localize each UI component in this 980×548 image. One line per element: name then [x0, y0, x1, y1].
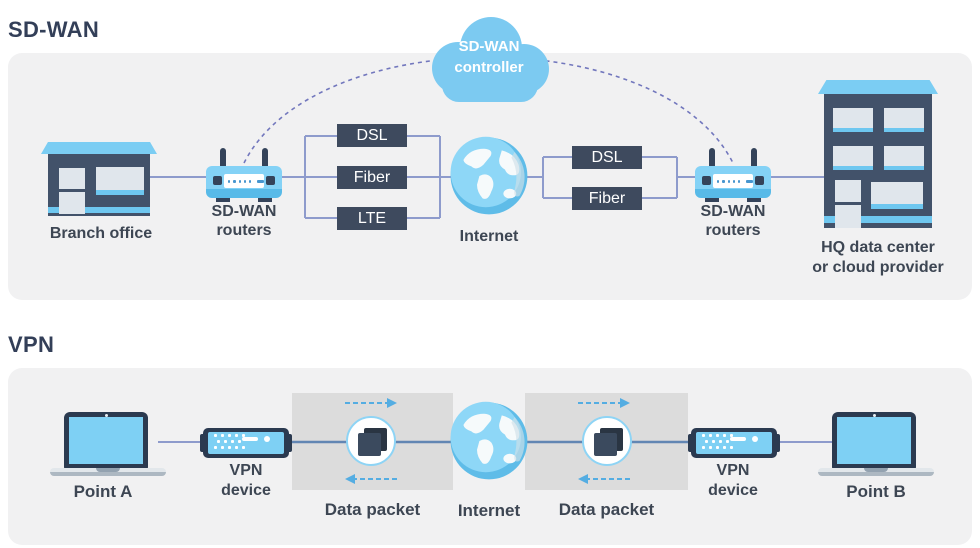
vpn-device-left-line2: device — [221, 482, 271, 499]
internet-globe-vpn-icon — [449, 401, 529, 481]
data-packet-right-icon — [582, 416, 632, 466]
vpn-device-left-label: VPN device — [186, 461, 306, 501]
vpn-device-left-line1: VPN — [229, 462, 263, 479]
sdwan-router-left-label: SD-WAN routers — [184, 202, 304, 240]
data-packet-right-label: Data packet — [558, 500, 655, 519]
laptop-point-a-icon — [50, 412, 166, 476]
point-a-label: Point A — [73, 482, 133, 501]
data-packet-left-label: Data packet — [324, 500, 421, 519]
branch-office-building-icon — [41, 142, 157, 218]
vpn-device-right-line1: VPN — [716, 462, 750, 479]
hq-window — [884, 146, 924, 170]
hq-window-wide — [871, 182, 923, 209]
link-box-dsl-left: DSL — [337, 124, 407, 147]
sdwan-router-right-label: SD-WAN routers — [673, 202, 793, 240]
branch-office-label: Branch office — [49, 225, 153, 242]
cloud-label-line2: controller — [454, 59, 524, 76]
router-right-line1: SD-WAN — [700, 203, 766, 220]
link-box-fiber-left: Fiber — [337, 166, 407, 189]
sdwan-section-title: SD-WAN — [8, 17, 100, 42]
sdwan-router-left-icon — [206, 148, 282, 202]
router-right-line2: routers — [705, 222, 761, 239]
link-box-fiber-right: Fiber — [572, 187, 642, 210]
internet-globe-sdwan-icon — [449, 136, 529, 216]
branch-roof — [41, 142, 157, 154]
vpn-device-right-icon — [688, 428, 780, 458]
internet-label-sdwan: Internet — [459, 228, 519, 245]
vpn-device-right-line2: device — [708, 482, 758, 499]
hq-window — [833, 146, 873, 170]
vpn-device-left-icon — [200, 428, 292, 458]
branch-door-pane — [59, 168, 85, 189]
hq-trim — [824, 216, 932, 223]
internet-label-vpn: Internet — [457, 501, 521, 520]
traffic-arrows-icon — [345, 402, 630, 480]
laptop-point-b-icon — [818, 412, 934, 476]
router-left-line2: routers — [216, 222, 272, 239]
branch-trim — [48, 207, 150, 213]
data-packet-left-icon — [346, 416, 396, 466]
hq-roof — [818, 80, 938, 94]
link-box-lte-left: LTE — [337, 207, 407, 230]
hq-window — [833, 108, 873, 132]
cloud-label-line1: SD-WAN — [458, 38, 520, 55]
hq-label-line1: HQ data center — [821, 239, 935, 256]
hq-door-pane — [835, 205, 861, 228]
sdwan-controller-cloud-icon: SD-WAN controller — [414, 10, 564, 102]
hq-window — [884, 108, 924, 132]
controller-arc-icon — [243, 56, 734, 164]
sdwan-router-right-icon — [695, 148, 771, 202]
vpn-section-title: VPN — [8, 332, 55, 357]
hq-label-line2: or cloud provider — [812, 259, 944, 276]
hq-building-icon — [818, 80, 938, 228]
point-b-label: Point B — [846, 482, 906, 501]
vpn-device-right-label: VPN device — [673, 461, 793, 501]
link-box-dsl-right: DSL — [572, 146, 642, 169]
router-left-line1: SD-WAN — [211, 203, 277, 220]
hq-label: HQ data center or cloud provider — [798, 238, 958, 278]
branch-door-pane — [59, 192, 85, 214]
sdwan-controller-label: SD-WAN controller — [424, 36, 554, 78]
branch-window — [96, 167, 144, 195]
hq-door-pane — [835, 180, 861, 202]
